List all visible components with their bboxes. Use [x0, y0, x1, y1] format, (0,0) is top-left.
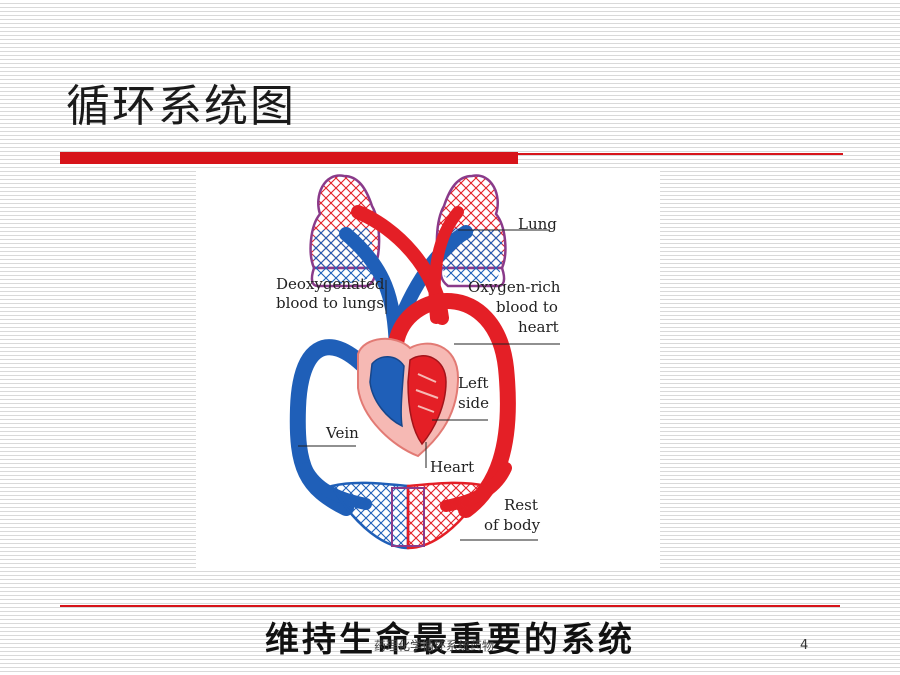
label-heart: Heart	[430, 458, 474, 476]
slide-title: 循环系统图	[66, 81, 296, 132]
circulatory-diagram-svg: Lung Deoxygenated blood to lungs Oxygen-…	[276, 174, 561, 550]
circulatory-system-diagram: Lung Deoxygenated blood to lungs Oxygen-…	[196, 168, 660, 570]
label-oxygen-rich-2: blood to	[496, 298, 558, 316]
slide-footer: 药理化学循环系统药物	[374, 639, 495, 653]
label-vein: Vein	[325, 424, 359, 442]
label-left-side-1: Left	[458, 374, 488, 392]
label-left-side-2: side	[458, 394, 489, 412]
label-oxygen-rich-3: heart	[518, 318, 559, 336]
label-rest-of-body-1: Rest	[504, 496, 538, 514]
title-underline-thick	[60, 152, 518, 164]
heart-right-side	[369, 356, 405, 428]
page-number: 4	[800, 638, 809, 653]
label-rest-of-body-2: of body	[484, 516, 541, 534]
label-oxygen-rich-1: Oxygen-rich	[468, 278, 561, 296]
label-deoxygenated-1: Deoxygenated	[276, 275, 385, 293]
heart-valves	[415, 373, 439, 413]
body-capillary-bed	[330, 481, 488, 550]
label-lung: Lung	[518, 215, 557, 233]
slide-caption: 维持生命最重要的系统	[265, 620, 635, 660]
title-underline-thin	[518, 153, 843, 155]
label-deoxygenated-2: blood to lungs	[276, 294, 384, 312]
caption-rule	[60, 605, 840, 607]
